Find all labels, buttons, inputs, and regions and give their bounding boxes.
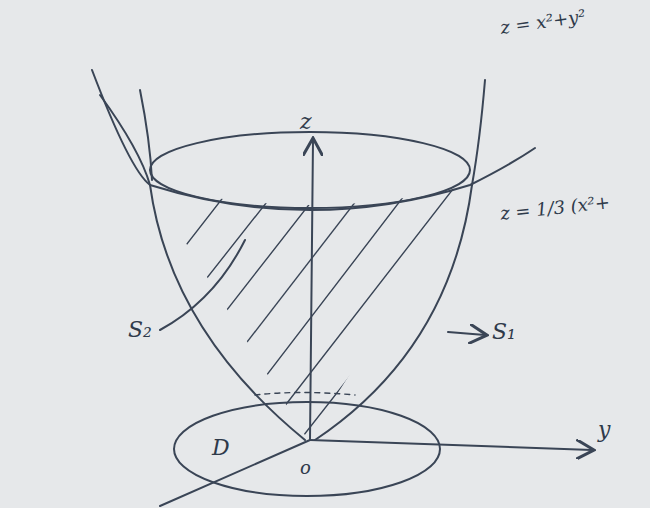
surface-label: S₂ <box>128 318 152 342</box>
surface-equation: z = x²+y² <box>499 6 587 38</box>
region-ellipse: Do <box>172 400 442 498</box>
axis-label: z <box>300 110 312 134</box>
surface-label: S₁ <box>492 320 516 344</box>
surface-equation: z = 1/3 (x²+ <box>499 192 611 223</box>
axis-label: y <box>598 418 610 442</box>
origin-label: o <box>300 458 311 478</box>
region-label: D <box>212 436 230 460</box>
